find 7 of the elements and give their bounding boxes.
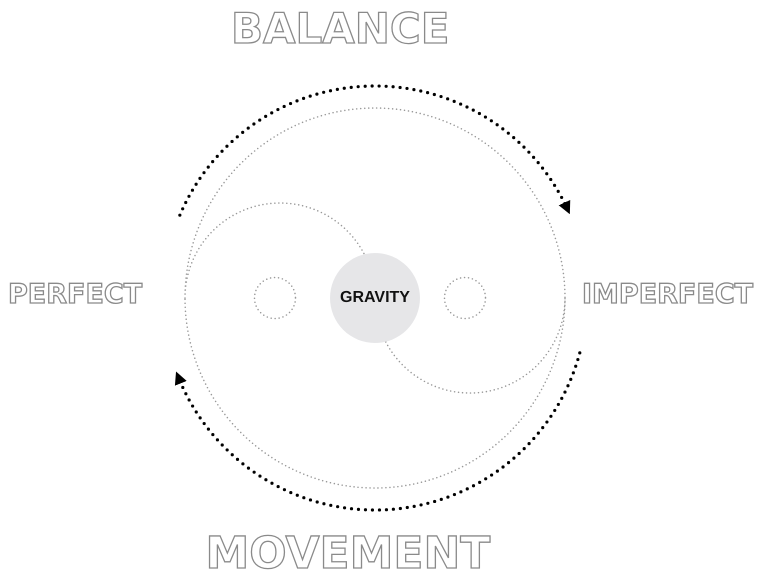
outlined-heading: IMPERFECT <box>582 281 754 308</box>
outlined-heading: MOVEMENT <box>206 532 490 576</box>
outlined-heading: BALANCE <box>231 8 450 50</box>
outlined-heading: PERFECT <box>8 281 142 308</box>
node-label: GRAVITY <box>340 289 410 307</box>
dotted-circle <box>253 276 297 320</box>
dotted-circle <box>443 276 487 320</box>
